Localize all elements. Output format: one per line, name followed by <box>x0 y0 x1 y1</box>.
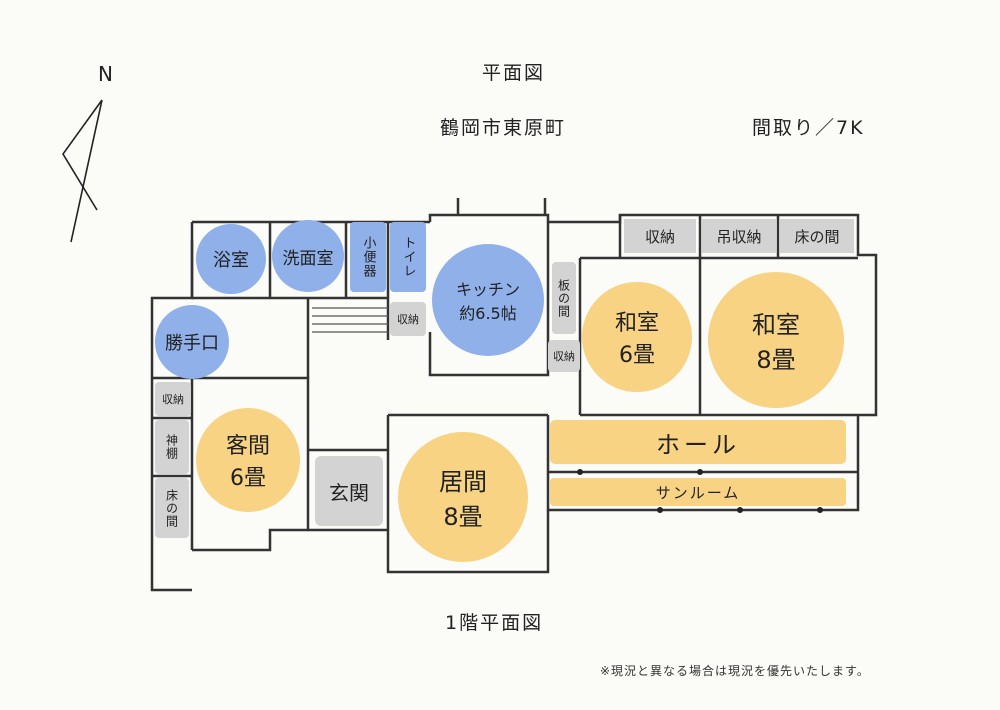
tokonoma-top: 床の間 <box>780 219 854 253</box>
kitchen-room: キッチン 約6.5帖 <box>432 244 544 356</box>
kitchen-label: キッチン <box>455 280 520 299</box>
washitsu-storage-label: 収納 <box>553 350 575 363</box>
living-room-label: 居間 <box>439 468 487 496</box>
guest-storage: 収納 <box>155 382 191 416</box>
washitsu-6-size: 6畳 <box>619 343 655 368</box>
shrine-shelf-label: 神棚 <box>164 434 179 460</box>
wood-floor-label: 板の間 <box>556 278 571 318</box>
entrance-label: 玄関 <box>329 480 369 505</box>
hanging-storage-label: 吊収納 <box>716 227 762 246</box>
top-storage: 収納 <box>624 219 696 253</box>
tokonoma-guest: 床の間 <box>155 478 189 538</box>
back-door-label: 勝手口 <box>165 333 219 354</box>
urinal-label: 小便器 <box>360 236 376 278</box>
disclaimer-note: ※現況と異なる場合は現況を優先いたします。 <box>600 664 870 678</box>
washitsu-storage: 収納 <box>548 340 580 372</box>
kitchen-storage: 収納 <box>390 302 426 336</box>
tokonoma-top-label: 床の間 <box>794 227 840 246</box>
bath-room: 浴室 <box>196 224 266 294</box>
kitchen-size: 約6.5帖 <box>459 304 517 323</box>
urinal-room: 小便器 <box>350 222 386 292</box>
floor-title: 1階平面図 <box>445 612 544 634</box>
guest-storage-label: 収納 <box>162 393 184 406</box>
toilet-room: トイレ <box>390 222 426 292</box>
washroom: 洗面室 <box>272 220 344 292</box>
guest-room-label: 客間 <box>225 434 270 459</box>
guest-room-size: 6畳 <box>230 466 266 491</box>
back-door: 勝手口 <box>155 305 229 379</box>
washitsu-8-size: 8畳 <box>756 346 796 374</box>
washroom-label: 洗面室 <box>282 248 334 269</box>
entrance: 玄関 <box>315 456 383 526</box>
layout-title: 間取り／7K <box>752 117 865 139</box>
guest-room: 客間 6畳 <box>196 408 300 512</box>
washitsu-6-label: 和室 <box>614 311 659 336</box>
hall-label: ホール <box>656 430 740 459</box>
hall: ホール <box>550 420 846 464</box>
wood-floor: 板の間 <box>552 262 576 334</box>
plan-heading: 平面図 <box>482 62 546 84</box>
top-storage-label: 収納 <box>644 227 675 246</box>
washitsu-8: 和室 8畳 <box>708 272 844 408</box>
location-title: 鶴岡市東原町 <box>440 117 567 139</box>
living-room: 居間 8畳 <box>398 432 528 562</box>
washitsu-6: 和室 6畳 <box>582 282 692 392</box>
bath-label: 浴室 <box>213 250 249 271</box>
tokonoma-guest-label: 床の間 <box>164 488 179 528</box>
living-room-size: 8畳 <box>443 503 483 531</box>
north-arrow-icon <box>62 99 103 243</box>
shrine-shelf: 神棚 <box>155 420 189 474</box>
north-label: N <box>98 62 113 86</box>
washitsu-8-label: 和室 <box>752 311 800 339</box>
toilet-label: トイレ <box>400 236 416 278</box>
sunroom-label: サンルーム <box>655 483 741 502</box>
hanging-storage: 吊収納 <box>702 219 776 253</box>
kitchen-storage-label: 収納 <box>397 313 419 326</box>
sunroom: サンルーム <box>550 478 846 506</box>
